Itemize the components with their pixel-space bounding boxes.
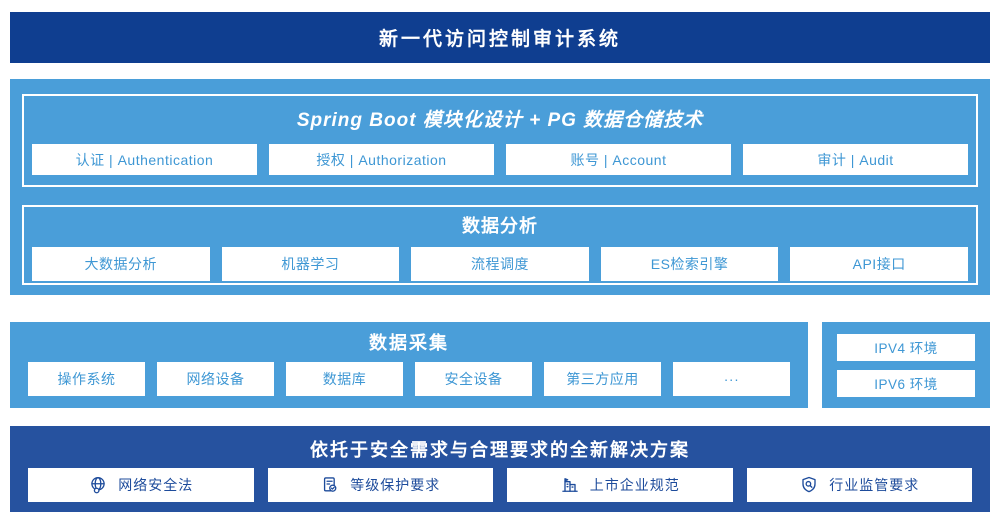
collection-title: 数据采集 xyxy=(369,333,449,353)
collection-cell-database: 数据库 xyxy=(286,362,403,396)
collection-cell-security-device: 安全设备 xyxy=(415,362,532,396)
solution-panel: 依托于安全需求与合理要求的全新解决方案 网络安全法 xyxy=(10,426,990,512)
solution-item-network-law: 网络安全法 xyxy=(28,468,254,502)
solution-item-label: 行业监管要求 xyxy=(829,477,920,493)
building-icon xyxy=(560,475,580,495)
collection-panel: 数据采集 操作系统 网络设备 数据库 安全设备 第三方应用 ··· xyxy=(10,322,808,408)
analysis-cell-es: ES检索引擎 xyxy=(600,247,779,281)
module-cell-authorization: 授权 | Authorization xyxy=(269,144,494,175)
solution-item-label: 网络安全法 xyxy=(118,477,194,493)
solution-item-label: 等级保护要求 xyxy=(350,477,441,493)
collection-cell-network-device: 网络设备 xyxy=(157,362,274,396)
analysis-cell-workflow: 流程调度 xyxy=(411,247,589,281)
solution-item-label: 上市企业规范 xyxy=(589,477,680,493)
solution-title: 依托于安全需求与合理要求的全新解决方案 xyxy=(310,440,690,460)
module-cell-account: 账号 | Account xyxy=(506,144,731,175)
module-section: Spring Boot 模块化设计 + PG 数据仓储技术 认证 | Authe… xyxy=(22,94,978,187)
module-section-title: Spring Boot 模块化设计 + PG 数据仓储技术 xyxy=(296,110,704,131)
analysis-cell-bigdata: 大数据分析 xyxy=(32,247,210,281)
page-title: 新一代访问控制审计系统 xyxy=(378,29,621,50)
platform-panel: Spring Boot 模块化设计 + PG 数据仓储技术 认证 | Authe… xyxy=(10,79,990,295)
module-cell-audit: 审计 | Audit xyxy=(743,144,968,175)
collection-cells-row: 操作系统 网络设备 数据库 安全设备 第三方应用 ··· xyxy=(10,362,808,396)
analysis-section-title: 数据分析 xyxy=(462,216,538,236)
page-title-banner: 新一代访问控制审计系统 xyxy=(10,12,990,63)
analysis-cell-ml: 机器学习 xyxy=(221,247,400,281)
analysis-section: 数据分析 大数据分析 机器学习 流程调度 ES检索引擎 API接口 xyxy=(22,205,978,285)
analysis-cell-api: API接口 xyxy=(790,247,968,281)
shield-search-icon xyxy=(799,475,819,495)
module-cell-authentication: 认证 | Authentication xyxy=(32,144,257,175)
globe-icon xyxy=(88,475,108,495)
solution-cells-row: 网络安全法 等级保护要求 xyxy=(10,468,990,502)
env-cell-ipv4: IPV4 环境 xyxy=(837,333,975,361)
analysis-cells-row: 大数据分析 机器学习 流程调度 ES检索引擎 API接口 xyxy=(24,247,976,281)
module-cells-row: 认证 | Authentication 授权 | Authorization 账… xyxy=(24,144,976,175)
env-cell-ipv6: IPV6 环境 xyxy=(837,369,975,397)
environment-panel: IPV4 环境 IPV6 环境 xyxy=(822,322,990,408)
solution-item-industry-regulation: 行业监管要求 xyxy=(746,468,972,502)
solution-item-listed-company: 上市企业规范 xyxy=(507,468,733,502)
document-check-icon xyxy=(320,475,340,495)
collection-cell-os: 操作系统 xyxy=(28,362,145,396)
solution-item-protection-level: 等级保护要求 xyxy=(267,468,493,502)
collection-cell-more: ··· xyxy=(673,362,790,396)
collection-cell-thirdparty: 第三方应用 xyxy=(544,362,661,396)
